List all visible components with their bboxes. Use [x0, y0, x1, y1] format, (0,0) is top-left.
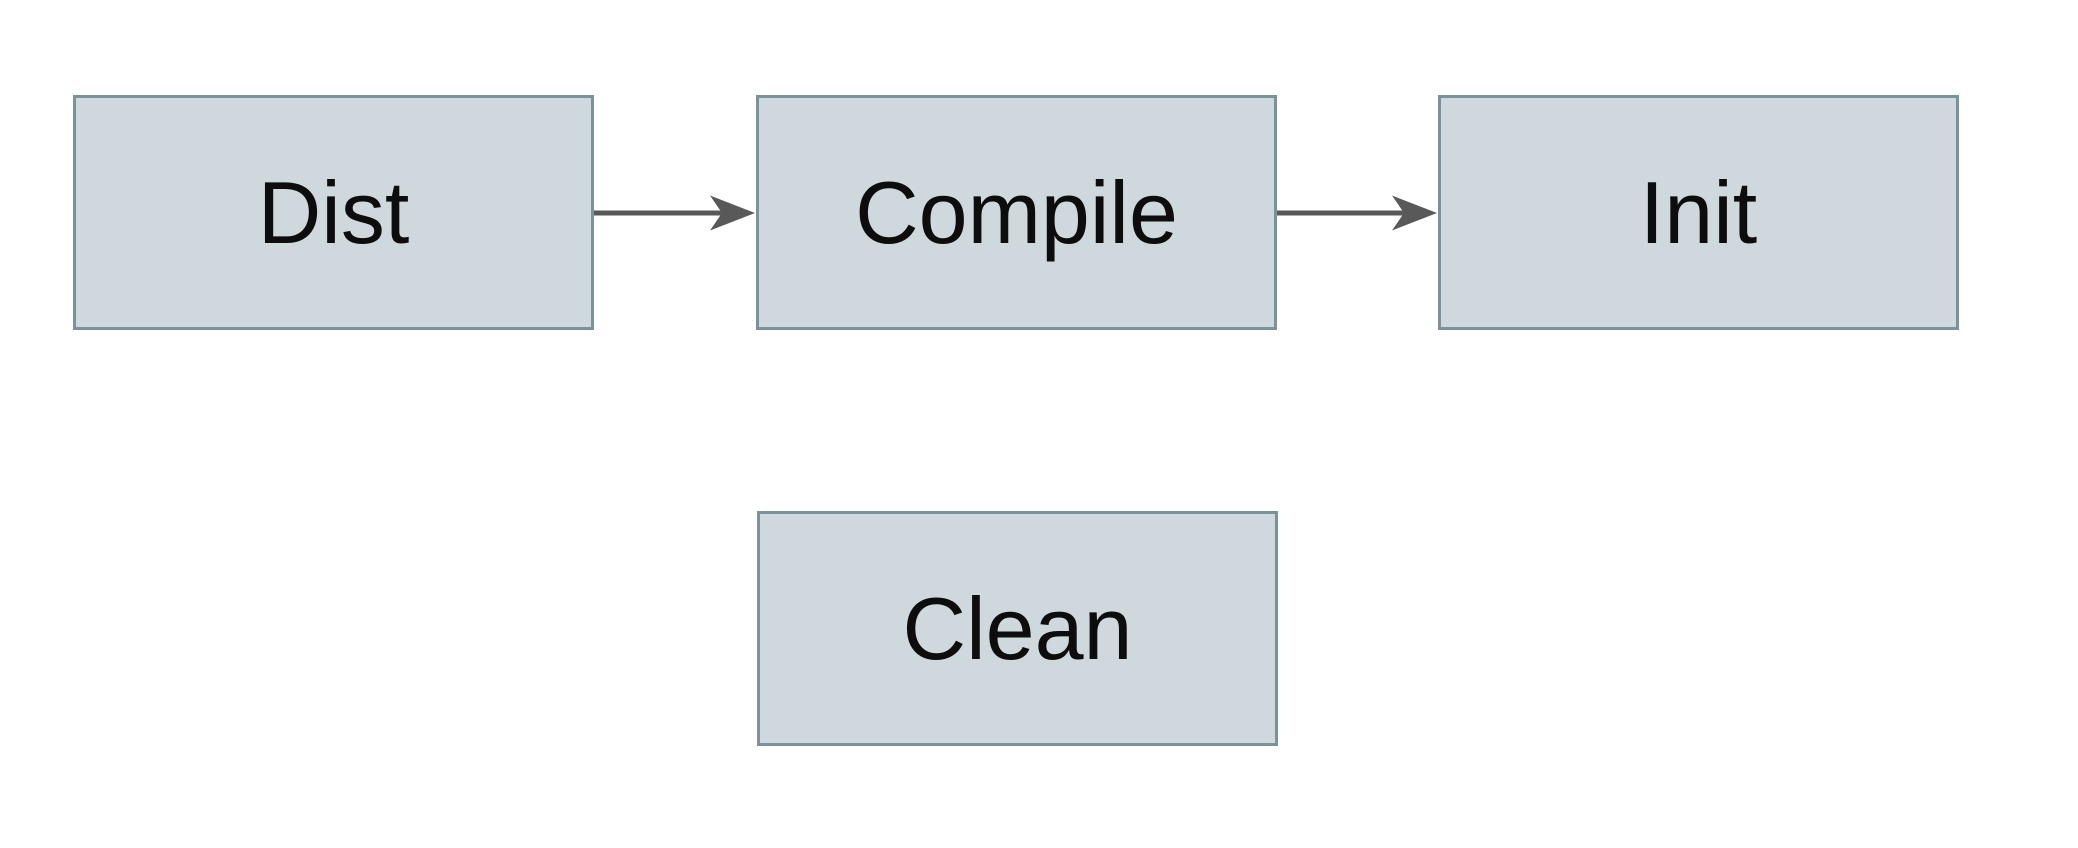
- node-init-label: Init: [1639, 162, 1758, 262]
- arrow-compile-to-init: [1277, 195, 1437, 231]
- node-dist-label: Dist: [257, 162, 410, 262]
- node-clean[interactable]: Clean: [757, 511, 1278, 746]
- node-compile[interactable]: Compile: [756, 95, 1277, 330]
- arrow-dist-to-compile: [594, 195, 755, 231]
- node-compile-label: Compile: [855, 162, 1178, 262]
- node-dist[interactable]: Dist: [73, 95, 594, 330]
- node-init[interactable]: Init: [1438, 95, 1959, 330]
- node-clean-label: Clean: [902, 578, 1133, 678]
